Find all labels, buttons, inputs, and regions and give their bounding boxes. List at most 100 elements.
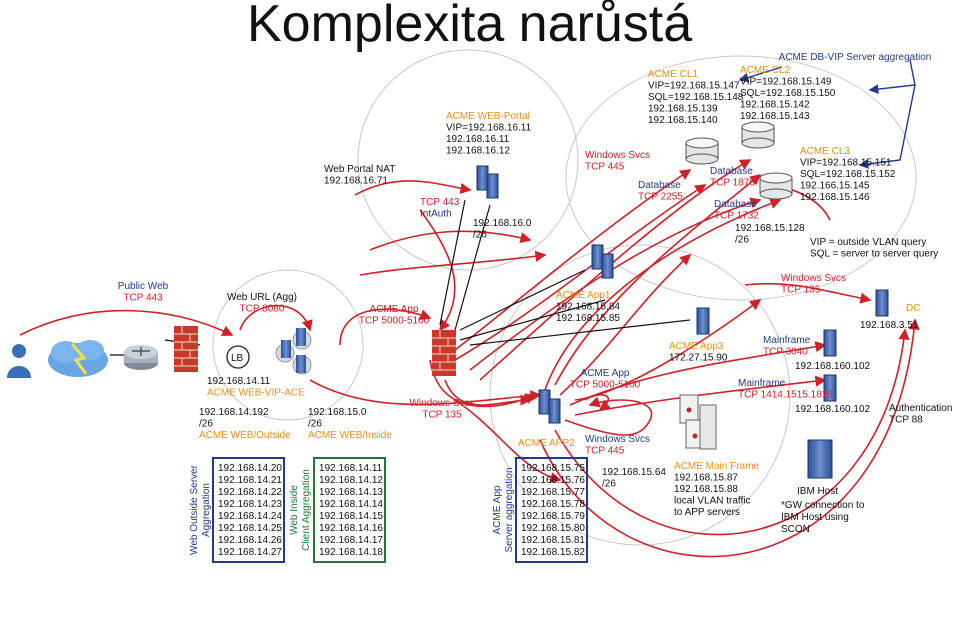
app-aggregation-box: [515, 457, 588, 563]
label-win-svcs-445-bot-1: TCP 445: [585, 446, 625, 457]
label-cl1-0: ACME CL1: [648, 69, 698, 80]
label-db-2255-0: Database: [638, 180, 681, 191]
database-cl3-icon: [759, 172, 793, 200]
outside-ip-7: 192.168.14.27: [218, 547, 282, 558]
ibm-host-icon: [807, 439, 833, 479]
label-main-frame-4: to APP servers: [674, 507, 740, 518]
inside-ip-3: 192.168.14.14: [319, 499, 383, 510]
label-auth-0: Authentication: [889, 403, 952, 414]
label-db-vip-0: ACME DB-VIP Server aggregation: [779, 52, 932, 63]
label-win-svcs-135-right-0: Windows Svcs: [781, 273, 846, 284]
lb-label: LB: [231, 353, 244, 364]
label-ibm-3: SCON: [781, 524, 810, 535]
label-mainframe-1414-0: Mainframe: [738, 378, 786, 389]
label-mf-ip2-0: 192.168.160.102: [795, 404, 871, 415]
label-web-portal-3: 192.168.16.12: [446, 146, 510, 157]
lb-icon: LB: [226, 345, 250, 369]
outside-ip-5: 192.168.14.25: [218, 523, 282, 534]
web-servers-icon: [275, 328, 312, 375]
label-vip-ace-0: 192.168.14.11: [207, 376, 271, 387]
label-web-inside-1: /26: [308, 419, 322, 430]
outside-aggregation-label-0: Web Outside Server: [189, 464, 200, 555]
label-auth-1: TCP 88: [889, 415, 923, 426]
label-app1-2: 192.168.15.85: [556, 313, 620, 324]
app-aggregation-label-0: ACME App: [492, 485, 503, 534]
label-app3-1: 172.27.15.90: [669, 353, 728, 364]
label-web-outside-2: ACME WEB/Outside: [199, 430, 291, 441]
label-web-inside-2: ACME WEB/Inside: [308, 430, 392, 441]
inside-ip-2: 192.168.14.13: [319, 487, 383, 498]
label-acme-app-mid-0: ACME App: [581, 368, 630, 379]
label-web-url-1: TCP 8080: [240, 304, 285, 315]
dc-server-icon: [875, 289, 889, 317]
inside-aggregation-label-1: Client Aggregation: [301, 469, 312, 551]
label-app2-net-1: /26: [602, 479, 616, 490]
label-web-portal-nat-1: 192.168.16.71: [324, 176, 388, 187]
label-db-2255-1: TCP 2255: [638, 192, 683, 203]
firewall-left-icon: [174, 326, 198, 372]
label-web-outside-0: 192.168.14.192: [199, 407, 269, 418]
label-cl3-4: 192.168.15.146: [800, 192, 870, 203]
label-main-frame-3: local VLAN traffic: [674, 496, 751, 507]
label-web-inside-0: 192.168.15.0: [308, 407, 367, 418]
outside-ip-0: 192.168.14.20: [218, 463, 282, 474]
label-db-1876-1: TCP 1876: [710, 178, 755, 189]
app-ip-2: 192.168.15.77: [521, 487, 585, 498]
label-cl1-4: 192.168.15.140: [648, 115, 718, 126]
router-icon: [124, 345, 158, 370]
mainframe-server-2-icon: [823, 374, 837, 402]
outside-ip-4: 192.168.14.24: [218, 511, 282, 522]
label-ibm-2: IBM Host using: [781, 512, 849, 523]
label-mf-ip1-0: 192.168.160.102: [795, 361, 871, 372]
label-cl2-4: 192.168.15.143: [740, 111, 810, 122]
db-vip-arrows: [738, 59, 916, 169]
inside-aggregation-label-0: Web Inside: [289, 485, 300, 535]
database-cl2-icon: [741, 121, 775, 149]
app3-server-icon: [696, 307, 710, 335]
database-cl1-icon: [685, 137, 719, 165]
label-main-frame-1: 192.168.15.87: [674, 473, 738, 484]
label-cl1-2: SQL=192.168.15.148: [648, 92, 744, 103]
label-mainframe-1414-1: TCP 1414.1515.1815: [738, 390, 833, 401]
label-win-svcs-445-top-0: Windows Svcs: [585, 150, 650, 161]
label-web-outside-1: /26: [199, 419, 213, 430]
label-db-1732-1: TCP 1732: [714, 211, 759, 222]
label-portal-net-0: 192.168.16.0: [473, 218, 532, 229]
outside-ip-2: 192.168.14.22: [218, 487, 282, 498]
label-cl2-1: VIP=192.168.15.149: [740, 77, 832, 88]
label-web-portal-2: 192.168.16.11: [446, 134, 510, 145]
label-cl1-1: VIP=192.168.15.147: [648, 81, 740, 92]
label-tcp443-intauth-0: TCP 443: [420, 197, 460, 208]
label-cl3-1: VIP=192.168.15.151: [800, 158, 892, 169]
app-ip-1: 192.168.15.76: [521, 475, 585, 486]
outside-ip-3: 192.168.14.23: [218, 499, 282, 510]
flow-arrows-red: [19, 159, 920, 558]
app-ip-3: 192.168.15.78: [521, 499, 585, 510]
label-app1-0: ACME App1: [556, 290, 611, 301]
label-cl3-2: SQL=192.168.15.152: [800, 169, 896, 180]
label-portal-net-1: /26: [473, 230, 487, 241]
label-app2-net-0: 192.168.15.64: [602, 467, 666, 478]
label-web-portal-0: ACME WEB-Portal: [446, 111, 530, 122]
inside-ip-6: 192.168.14.17: [319, 535, 383, 546]
label-cl1-3: 192.168.15.139: [648, 104, 718, 115]
app-ip-0: 192.168.15.75: [521, 463, 585, 474]
label-win-svcs-445-bot-0: Windows Svcs: [585, 434, 650, 445]
label-vip-note-0: VIP = outside VLAN query: [810, 237, 926, 248]
label-web-url-0: Web URL (Agg): [227, 292, 297, 303]
label-ibm-1: *GW connection to: [781, 500, 865, 511]
label-main-frame-2: 192.168.15.88: [674, 484, 738, 495]
main-frame-icon: [679, 394, 717, 450]
label-cl-net-0: 192.168.15.128: [735, 223, 805, 234]
label-cl2-0: ACME CL2: [740, 65, 790, 76]
label-main-frame-0: ACME Main Frame: [674, 461, 759, 472]
label-acme-app-top-0: ACME App: [370, 304, 419, 315]
mainframe-server-1-icon: [823, 329, 837, 357]
user-icon: [7, 344, 31, 378]
inside-ip-7: 192.168.14.18: [319, 547, 383, 558]
inside-aggregation-box: [313, 457, 386, 563]
label-dc-1: 192.168.3.51: [860, 320, 919, 331]
app-ip-7: 192.168.15.82: [521, 547, 585, 558]
label-web-portal-1: VIP=192.168.16.11: [446, 123, 532, 134]
